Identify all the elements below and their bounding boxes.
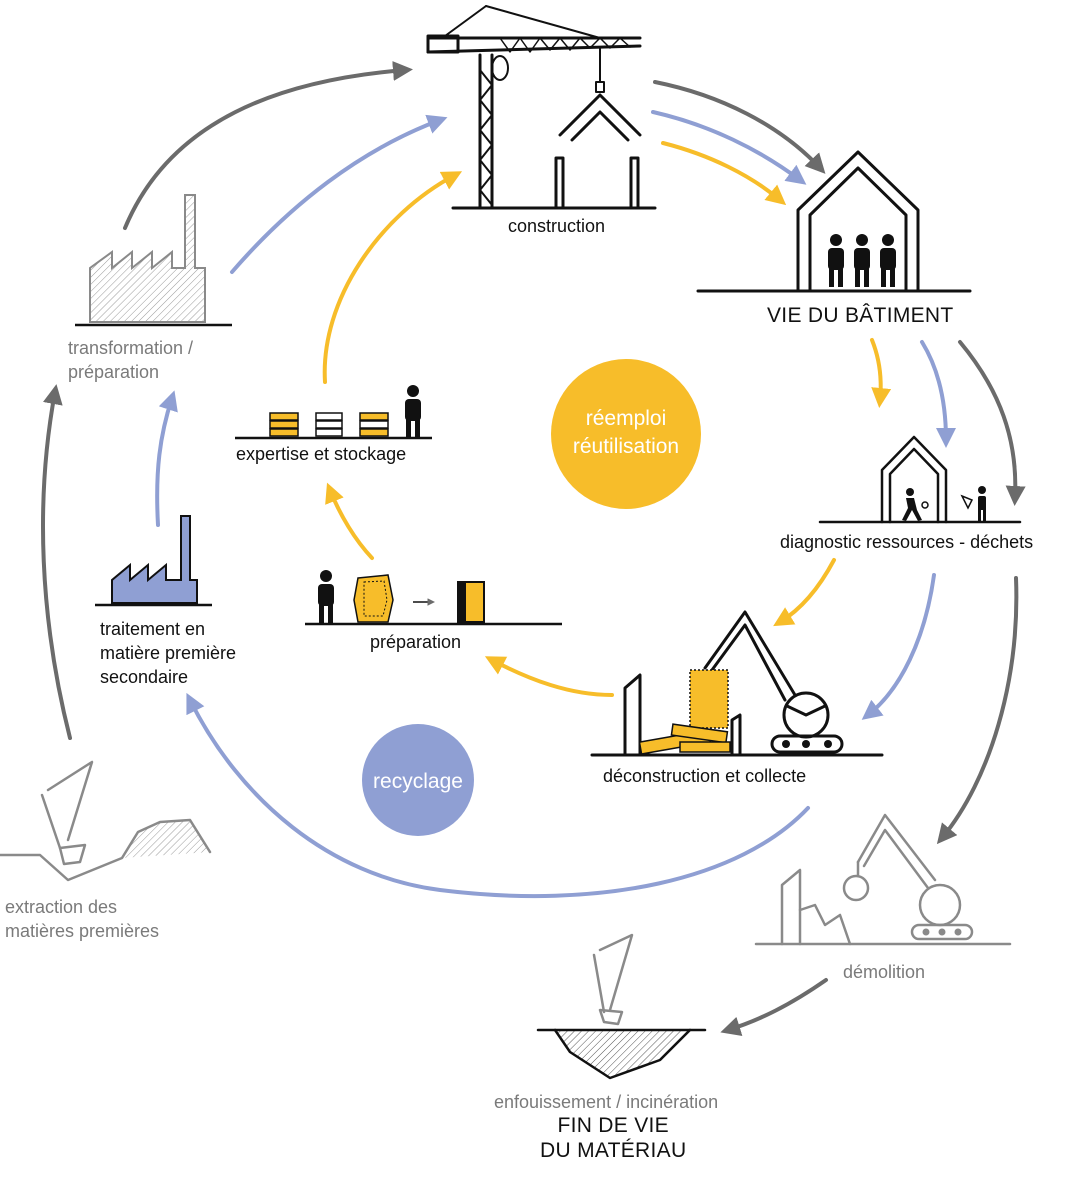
arrow-preparation-to-expertise — [325, 482, 374, 560]
arrow-diagnostic-to-deconstruction-blue — [861, 573, 936, 720]
label-demolition: démolition — [843, 962, 926, 982]
label-fin-de-vie: FIN DE VIE DU MATÉRIAU — [540, 1114, 687, 1162]
house-diagnostic-icon — [818, 435, 1022, 524]
crane-icon — [426, 5, 657, 210]
demolition-excavator-icon — [754, 813, 1012, 946]
recyclage-circle — [362, 724, 474, 836]
label-extraction: extraction des matières premières — [5, 897, 160, 941]
preparation-person-icon — [305, 570, 562, 626]
label-enfouissement: enfouissement / incinération — [494, 1092, 719, 1112]
demolition-wheels — [922, 928, 962, 936]
excavator-deconstruction-icon — [590, 610, 884, 757]
label-diagnostic: diagnostic ressources - déchets — [780, 532, 1034, 552]
arrow-construction-to-vie — [653, 80, 826, 174]
label-expertise: expertise et stockage — [236, 444, 407, 464]
reuse-arrows — [322, 141, 892, 697]
arrow-diagnostic-to-demolition — [936, 576, 1019, 845]
arrow-transformation-to-construction — [123, 60, 413, 230]
label-deconstruction: déconstruction et collecte — [603, 766, 807, 786]
label-traitement: traitement en matière première secondair… — [100, 619, 237, 687]
arrow-transformation-to-construction-blue — [230, 114, 448, 274]
waste-arrows — [41, 60, 1026, 1036]
arrow-construction-to-vie-yellow — [661, 141, 787, 206]
arrow-traitement-to-transformation — [155, 390, 178, 527]
factory-transformation-icon — [75, 194, 232, 327]
house-people-icon — [696, 150, 972, 293]
reemploi-circle — [551, 359, 701, 509]
landfill-excavator-icon — [536, 933, 707, 1080]
arrow-deconstruction-to-preparation — [484, 656, 614, 697]
label-recyclage: recyclage — [373, 770, 463, 793]
label-vie-du-batiment: VIE DU BÂTIMENT — [767, 304, 954, 327]
arrow-vie-to-diagnostic — [958, 340, 1026, 506]
recycle-arrows — [155, 110, 956, 899]
factory-treatment-icon — [95, 515, 212, 607]
label-construction: construction — [508, 216, 606, 236]
extraction-excavator-icon — [0, 760, 212, 882]
arrow-diagnostic-to-deconstruction-yellow — [773, 558, 836, 627]
arrow-extraction-to-transformation — [41, 384, 72, 740]
arrow-vie-to-diagnostic-blue — [920, 340, 956, 448]
label-transformation: transformation / préparation — [68, 338, 194, 382]
pallets-person-icon — [235, 385, 432, 440]
label-reemploi: réemploi réutilisation — [572, 407, 680, 458]
arrow-expertise-to-construction — [322, 171, 463, 384]
arrow-demolition-to-fin — [720, 978, 828, 1036]
arrow-construction-to-vie-blue — [651, 110, 807, 185]
arrow-deconstruction-to-traitement — [186, 692, 810, 899]
arrow-vie-to-diagnostic-yellow — [870, 338, 892, 408]
label-preparation: préparation — [370, 632, 462, 652]
